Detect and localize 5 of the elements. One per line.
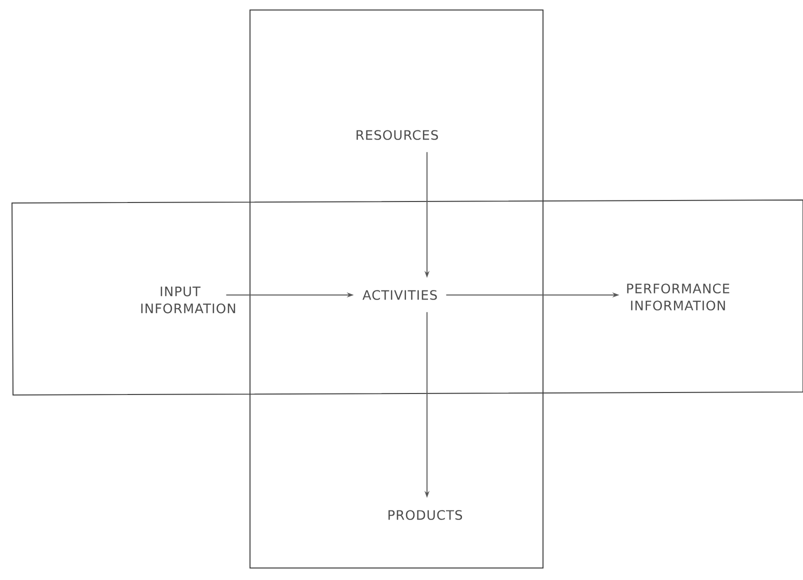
text-label: PERFORMANCE INFORMATION bbox=[627, 284, 730, 310]
text-label: RESOURCES bbox=[356, 130, 438, 140]
text-label: ACTIVITIES bbox=[362, 290, 437, 300]
text-label: PRODUCTS bbox=[388, 510, 462, 520]
text-label: INPUT INFORMATION bbox=[141, 286, 236, 314]
